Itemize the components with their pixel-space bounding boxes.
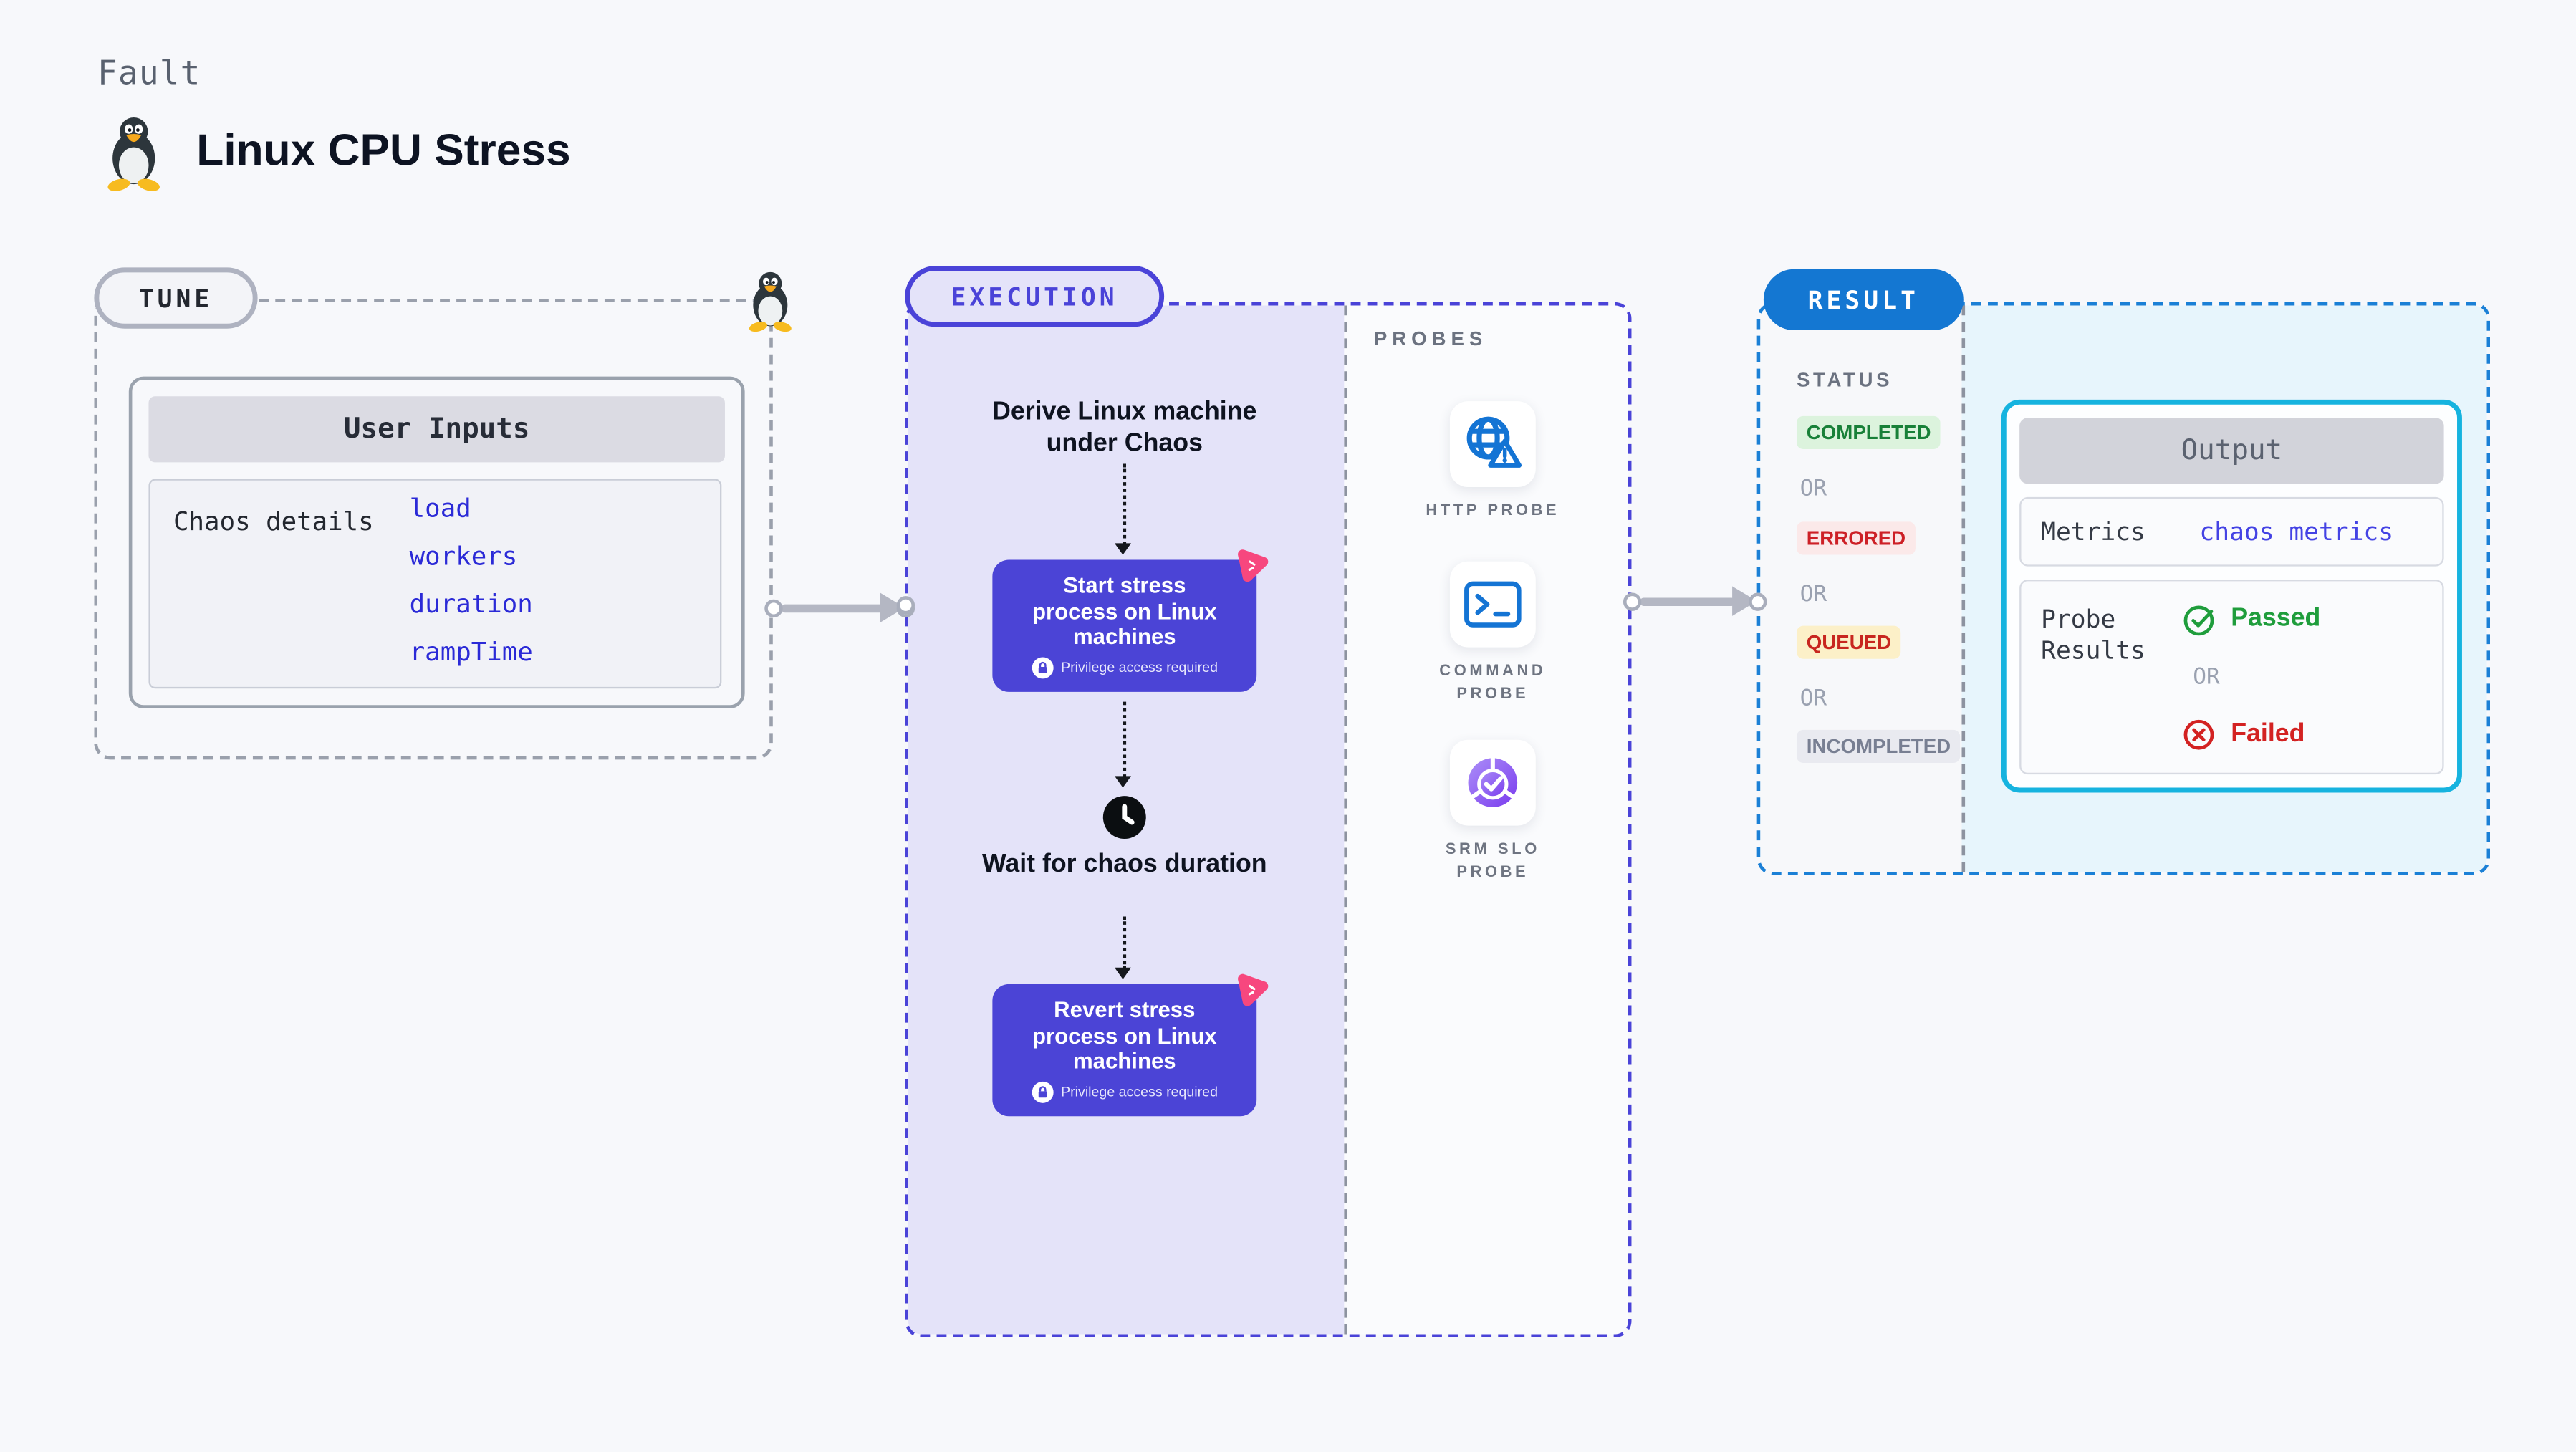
tux-penguin-small-icon	[748, 271, 793, 332]
privilege-note: Privilege access required	[1061, 1083, 1218, 1100]
derive-step-label: Derive Linux machine under Chaos	[992, 398, 1257, 458]
start-stress-label: Start stress process on Linux machines	[1032, 572, 1217, 649]
command-probe-text: COMMAND PROBE	[1439, 662, 1547, 703]
lock-icon	[1031, 656, 1053, 678]
user-inputs-header: User Inputs	[148, 396, 725, 463]
probes-title: PROBES	[1373, 327, 1488, 350]
or-label: OR	[1799, 581, 1827, 608]
command-probe-label: COMMAND PROBE	[1347, 660, 1628, 705]
status-badge-incompleted: INCOMPLETED	[1796, 729, 1961, 763]
result-section: STATUS COMPLETED OR ERRORED OR QUEUED OR…	[1756, 302, 2491, 875]
chaos-details-row: Chaos details load workers duration ramp…	[148, 479, 722, 689]
or-label: OR	[1799, 685, 1827, 712]
execution-flow-panel: Derive Linux machine under Chaos Start s…	[908, 305, 1345, 1335]
chaos-details-label: Chaos details	[173, 506, 374, 537]
output-card: Output Metrics chaos metrics Probe Resul…	[2001, 399, 2462, 793]
flow-arrow-down	[1111, 463, 1138, 555]
connector-node	[1622, 592, 1641, 610]
or-label: OR	[1799, 475, 1827, 502]
flow-arrow-down	[1111, 916, 1138, 979]
passed-label: Passed	[2231, 604, 2321, 633]
check-circle-icon	[2183, 605, 2214, 636]
globe-alert-icon	[1466, 416, 1522, 468]
user-inputs-card: User Inputs Chaos details load workers d…	[128, 376, 745, 708]
failed-label: Failed	[2231, 720, 2305, 749]
litmus-chaos-icon	[1238, 973, 1269, 1006]
output-header: Output	[2019, 418, 2444, 484]
failed-result: Failed	[2181, 716, 2305, 753]
http-probe-card	[1449, 401, 1536, 488]
or-label: OR	[2193, 663, 2220, 691]
arrow-tune-to-execution	[781, 592, 905, 623]
status-title: STATUS	[1796, 368, 1893, 392]
http-probe-label: HTTP PROBE	[1426, 501, 1560, 521]
connector-node	[895, 595, 914, 614]
status-panel: STATUS COMPLETED OR ERRORED OR QUEUED OR…	[1760, 305, 1962, 872]
probe-results-label: Probe Results	[2041, 604, 2145, 665]
privilege-note: Privilege access required	[1061, 658, 1218, 675]
slo-donut-icon	[1468, 756, 1518, 807]
revert-stress-step: Revert stress process on Linux machines …	[992, 973, 1269, 1117]
probes-panel: PROBES HTTP PROBE	[1344, 305, 1628, 1335]
status-badge-queued: QUEUED	[1796, 625, 1901, 659]
result-badge: RESULT	[1763, 269, 1964, 331]
input-link-workers[interactable]: workers	[409, 542, 518, 572]
start-stress-step: Start stress process on Linux machines P…	[992, 549, 1269, 692]
litmus-chaos-icon	[1238, 549, 1269, 582]
metrics-label: Metrics	[2041, 516, 2145, 547]
srm-slo-probe-card	[1449, 739, 1536, 826]
connector-node	[1747, 592, 1767, 610]
page-title: Linux CPU Stress	[196, 125, 571, 176]
passed-result: Passed	[2181, 601, 2320, 638]
input-link-load[interactable]: load	[409, 494, 471, 524]
probe-results-row: Probe Results Passed OR Failed	[2019, 580, 2444, 775]
tux-penguin-icon	[106, 117, 161, 192]
lock-icon	[1031, 1080, 1053, 1102]
connector-node	[764, 598, 782, 617]
metrics-row: Metrics chaos metrics	[2019, 496, 2444, 567]
srm-slo-probe-label: SRM SLO PROBE	[1347, 839, 1628, 883]
command-probe-card	[1449, 561, 1536, 648]
flow-arrow-down	[1111, 701, 1138, 788]
arrow-execution-to-result	[1639, 585, 1757, 617]
tune-badge: TUNE	[94, 267, 258, 329]
status-badge-completed: COMPLETED	[1796, 415, 1941, 449]
srm-slo-probe-text: SRM SLO PROBE	[1445, 840, 1540, 881]
terminal-icon	[1464, 581, 1522, 628]
input-link-duration[interactable]: duration	[409, 589, 533, 620]
execution-section: Derive Linux machine under Chaos Start s…	[905, 302, 1632, 1338]
status-badge-errored: ERRORED	[1796, 521, 1916, 555]
x-circle-icon	[2183, 719, 2214, 750]
fault-kicker: Fault	[97, 52, 201, 93]
execution-badge: EXECUTION	[905, 266, 1165, 327]
metrics-value-link[interactable]: chaos metrics	[2199, 516, 2394, 547]
clock-icon	[1102, 796, 1146, 840]
revert-stress-label: Revert stress process on Linux machines	[1032, 997, 1217, 1074]
wait-step-label: Wait for chaos duration	[981, 850, 1267, 879]
tune-section	[94, 299, 773, 760]
input-link-ramptime[interactable]: rampTime	[409, 637, 533, 668]
